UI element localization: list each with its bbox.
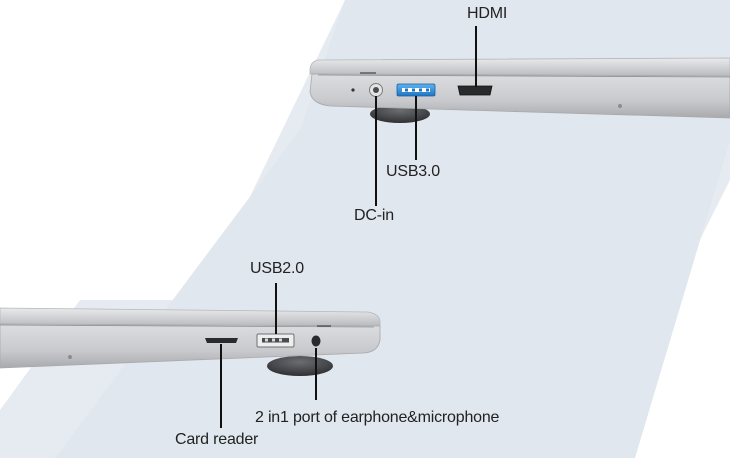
audio-jack-icon bbox=[311, 335, 321, 347]
usb3-label: USB3.0 bbox=[386, 163, 440, 180]
dc-in-label: DC-in bbox=[354, 207, 394, 224]
indicator-led-icon bbox=[351, 88, 355, 92]
rubber-foot-icon bbox=[267, 356, 333, 376]
laptop-lower-side-view bbox=[0, 307, 381, 376]
screw-icon bbox=[68, 355, 72, 359]
screw-icon bbox=[618, 104, 622, 108]
hdmi-label: HDMI bbox=[467, 5, 508, 22]
card-reader-slot-icon bbox=[205, 338, 238, 343]
combo-audio-port-label: 2 in1 port of earphone&microphone bbox=[255, 409, 500, 426]
card-reader-label: Card reader bbox=[175, 431, 259, 448]
usb2-label: USB2.0 bbox=[250, 260, 304, 277]
hdmi-port-icon bbox=[457, 85, 493, 96]
